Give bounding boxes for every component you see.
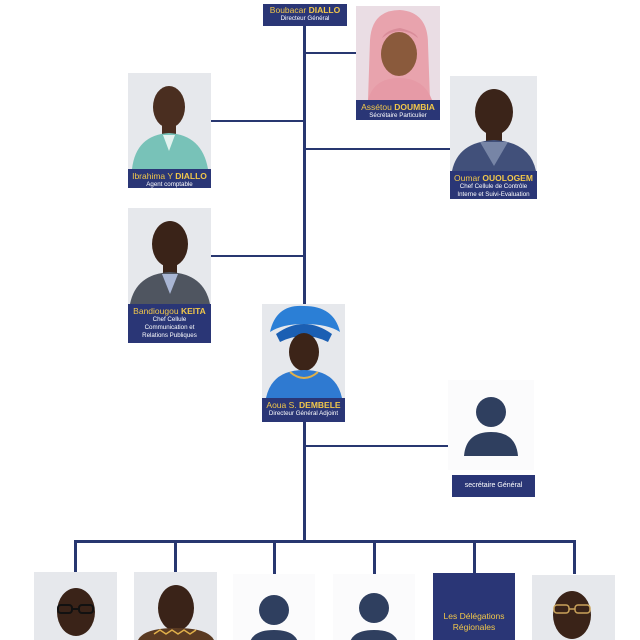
label-secretaire-particulier: Assétou DOUMBIA Sécrétaire Particulier — [356, 100, 440, 120]
portrait-icon — [450, 76, 537, 171]
name-last: OUOLOGEM — [482, 173, 533, 183]
role-line-2: Interne et Suivi-Evaluation — [457, 191, 530, 198]
person-photo — [134, 572, 217, 640]
label-dg-adjoint: Aoua S. DEMBELE Directeur Général Adjoin… — [262, 398, 345, 422]
name-first: Bandiougou — [133, 306, 179, 316]
label-director-general: Boubacar DIALLO Directeur Général — [263, 4, 347, 26]
name-first: Oumar — [454, 173, 481, 183]
card-bottom-6 — [532, 575, 615, 640]
role-text: Directeur Général Adjoint — [268, 410, 339, 417]
person-photo — [262, 304, 345, 398]
drop-line-5 — [473, 540, 476, 574]
secretaire-general-placeholder — [448, 380, 534, 470]
person-photo — [34, 572, 117, 640]
person-photo — [356, 6, 440, 100]
card-controle-interne: Oumar OUOLOGEM Chef Cellule de Contrôle … — [450, 76, 537, 199]
portrait-icon — [128, 208, 211, 304]
person-silhouette-icon — [333, 574, 415, 640]
drop-line-1 — [74, 540, 77, 574]
portrait-icon — [128, 73, 211, 169]
person-silhouette-icon — [448, 380, 534, 470]
portrait-icon — [356, 6, 440, 100]
drop-line-6 — [573, 540, 576, 574]
card-director-general: Boubacar DIALLO Directeur Général — [263, 0, 347, 26]
card-bottom-2 — [134, 572, 217, 640]
card-bottom-1 — [34, 572, 117, 640]
name-first: Assétou — [361, 102, 392, 112]
name-first: Boubacar — [269, 5, 307, 15]
label-controle-interne: Oumar OUOLOGEM Chef Cellule de Contrôle … — [450, 171, 537, 199]
connector-agent-comptable — [211, 120, 303, 122]
portrait-icon — [34, 572, 117, 640]
delegations-line-2: Régionales — [452, 622, 496, 632]
connector-secretaire-general — [306, 445, 452, 447]
bottom-placeholder-2 — [333, 574, 415, 640]
role-text: Agent comptable — [146, 181, 193, 188]
name-last: DIALLO — [175, 171, 207, 181]
person-photo — [128, 208, 211, 304]
role-text: Directeur Général — [280, 15, 330, 22]
person-silhouette-icon — [233, 574, 315, 640]
delegations-line-1: Les Délégations — [443, 611, 505, 621]
portrait-icon — [532, 575, 615, 640]
connector-controle-interne — [306, 148, 450, 150]
role-line-2: Communication et — [144, 324, 195, 331]
label-communication: Bandiougou KEITA Chef Cellule Communicat… — [128, 304, 211, 343]
role-line-1: Chef Cellule de Contrôle — [459, 183, 528, 190]
name-first: Ibrahima Y — [132, 171, 173, 181]
connector-communication — [211, 255, 303, 257]
role-line-3: Relations Publiques — [142, 332, 197, 339]
name-first: Aoua S. — [266, 400, 297, 410]
person-photo — [532, 575, 615, 640]
drop-line-4 — [373, 540, 376, 574]
portrait-icon — [134, 572, 217, 640]
bottom-placeholder-1 — [233, 574, 315, 640]
delegations-box: Les Délégations Régionales — [433, 573, 515, 640]
main-trunk-line — [303, 22, 306, 542]
role-text: Sécrétaire Particulier — [369, 112, 427, 119]
person-photo — [450, 76, 537, 171]
card-agent-comptable: Ibrahima Y DIALLO Agent comptable — [128, 73, 211, 188]
person-photo — [128, 73, 211, 169]
bottom-branch-line — [74, 540, 576, 543]
name-last: DOUMBIA — [394, 102, 435, 112]
role-line-1: Chef Cellule — [152, 316, 187, 323]
drop-line-2 — [174, 540, 177, 574]
card-communication: Bandiougou KEITA Chef Cellule Communicat… — [128, 208, 211, 343]
portrait-icon — [262, 304, 345, 398]
drop-line-3 — [273, 540, 276, 574]
label-secretaire-general: secrétaire Général — [452, 475, 535, 497]
name-last: DEMBELE — [299, 400, 341, 410]
name-last: DIALLO — [308, 5, 341, 15]
card-secretaire-particulier: Assétou DOUMBIA Sécrétaire Particulier — [356, 6, 440, 120]
connector-secretaire — [306, 52, 358, 54]
label-agent-comptable: Ibrahima Y DIALLO Agent comptable — [128, 169, 211, 188]
card-dg-adjoint: Aoua S. DEMBELE Directeur Général Adjoin… — [262, 304, 345, 422]
name-last: KEITA — [180, 306, 206, 316]
